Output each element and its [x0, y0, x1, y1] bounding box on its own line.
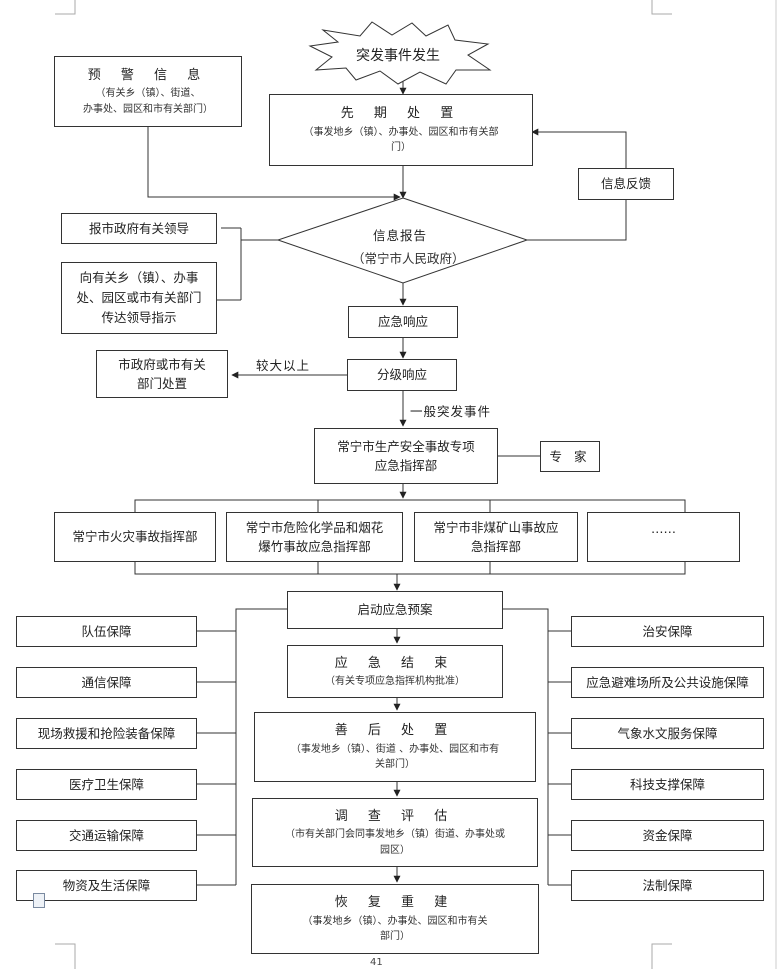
warning-info-box: 预 警 信 息 （有关乡（镇）、街道、 办事处、园区和市有关部门）	[54, 56, 242, 127]
city-handling-box: 市政府或市有关 部门处置	[96, 350, 228, 398]
report-diamond	[276, 197, 529, 284]
city-handling-line1: 市政府或市有关	[118, 356, 206, 372]
relay-line3: 传达领导指示	[101, 310, 177, 325]
emergency-end-title: 应 急 结 束	[334, 655, 456, 671]
info-report-title: 信息报告	[373, 228, 428, 243]
guarantee-security: 治安保障	[571, 616, 764, 647]
sub-hq-more: ……	[587, 512, 740, 562]
relay-line2: 处、园区或市有关部门	[76, 290, 202, 305]
sub-hq-chemicals-line1: 常宁市危险化学品和烟花	[245, 519, 384, 535]
aftermath-title: 善 后 处 置	[334, 723, 456, 739]
guarantee-transport: 交通运输保障	[16, 820, 197, 851]
info-feedback-box: 信息反馈	[578, 168, 674, 200]
warning-info-title: 预 警 信 息	[87, 67, 209, 83]
aftermath-box: 善 后 处 置 （事发地乡（镇）、街道 、办事处、园区和市有 关部门）	[254, 712, 536, 782]
warning-info-sub2: 办事处、园区和市有关部门）	[83, 103, 213, 115]
investigation-sub1: （市有关部门会同事发地乡（镇）街道、办事处或	[285, 829, 505, 841]
city-handling-line2: 部门处置	[136, 376, 187, 391]
relay-instructions-box: 向有关乡（镇）、办事 处、园区或市有关部门 传达领导指示	[61, 262, 217, 334]
initial-handling-sub1: （事发地乡（镇）、办事处、园区和市有关部	[303, 126, 499, 138]
sub-hq-fire: 常宁市火灾事故指挥部	[54, 512, 216, 562]
sub-hq-more-line1: ……	[651, 521, 676, 536]
emergency-end-sub: （有关专项应急指挥机构批准）	[325, 675, 465, 687]
sub-hq-fire-line1: 常宁市火灾事故指挥部	[72, 529, 198, 545]
initial-handling-sub2: 门）	[391, 142, 411, 154]
guarantee-funding: 资金保障	[571, 820, 764, 851]
special-hq-line1: 常宁市生产安全事故专项	[337, 438, 475, 454]
start-plan-box: 启动应急预案	[287, 591, 503, 629]
aftermath-sub1: （事发地乡（镇）、街道 、办事处、园区和市有	[290, 743, 500, 755]
report-leader-box: 报市政府有关领导	[61, 213, 217, 244]
expert-box: 专 家	[540, 441, 600, 472]
investigation-box: 调 查 评 估 （市有关部门会同事发地乡（镇）街道、办事处或 园区）	[252, 798, 538, 867]
relay-line1: 向有关乡（镇）、办事	[79, 270, 199, 285]
sub-hq-mining: 常宁市非煤矿山事故应 急指挥部	[414, 512, 578, 562]
recovery-sub1: （事发地乡（镇）、办事处、园区和市有关	[302, 915, 488, 927]
sub-hq-chemicals-line2: 爆竹事故应急指挥部	[258, 539, 371, 554]
recovery-title: 恢 复 重 建	[334, 895, 456, 911]
aftermath-sub2: 关部门）	[375, 759, 415, 771]
burst-shape	[308, 21, 492, 85]
event-occurrence-label: 突发事件发生	[356, 48, 440, 64]
document-icon	[33, 893, 45, 908]
sub-hq-chemicals: 常宁市危险化学品和烟花 爆竹事故应急指挥部	[226, 512, 403, 562]
guarantee-rescue-equipment: 现场救援和抢险装备保障	[16, 718, 197, 749]
guarantee-team: 队伍保障	[16, 616, 197, 647]
recovery-box: 恢 复 重 建 （事发地乡（镇）、办事处、园区和市有关 部门）	[251, 884, 539, 954]
general-event-label: 一般突发事件	[410, 404, 492, 419]
guarantee-shelter: 应急避难场所及公共设施保障	[571, 667, 764, 698]
special-hq-box: 常宁市生产安全事故专项 应急指挥部	[314, 428, 498, 484]
emergency-end-box: 应 急 结 束 （有关专项应急指挥机构批准）	[287, 645, 503, 698]
guarantee-supplies: 物资及生活保障	[16, 870, 197, 901]
guarantee-technology: 科技支撑保障	[571, 769, 764, 800]
investigation-sub2: 园区）	[380, 844, 410, 856]
warning-info-sub1: （有关乡（镇）、街道、	[95, 88, 201, 100]
guarantee-weather: 气象水文服务保障	[571, 718, 764, 749]
larger-above-label: 较大以上	[256, 358, 311, 373]
graded-response-box: 分级响应	[347, 359, 457, 391]
initial-handling-title: 先 期 处 置	[340, 106, 462, 122]
special-hq-line2: 应急指挥部	[374, 458, 438, 473]
guarantee-legal: 法制保障	[571, 870, 764, 901]
info-report-sub: （常宁市人民政府）	[352, 251, 465, 266]
investigation-title: 调 查 评 估	[334, 808, 456, 824]
initial-handling-box: 先 期 处 置 （事发地乡（镇）、办事处、园区和市有关部 门）	[269, 94, 533, 166]
guarantee-medical: 医疗卫生保障	[16, 769, 197, 800]
emergency-response-box: 应急响应	[348, 306, 458, 338]
sub-hq-mining-line1: 常宁市非煤矿山事故应	[433, 519, 559, 535]
guarantee-communication: 通信保障	[16, 667, 197, 698]
page-number: 41	[370, 957, 383, 968]
recovery-sub2: 部门）	[380, 931, 410, 943]
sub-hq-mining-line2: 急指挥部	[470, 539, 521, 554]
